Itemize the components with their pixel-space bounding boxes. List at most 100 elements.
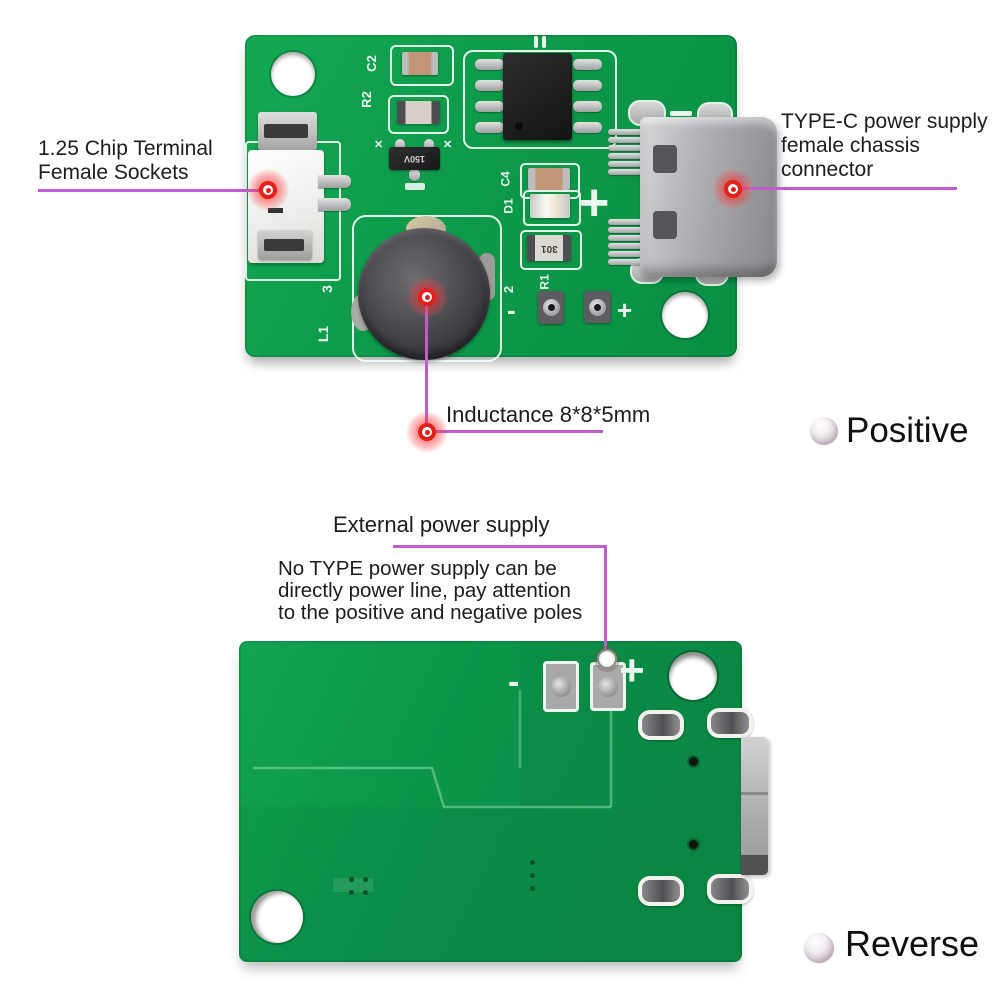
- ic-silkscreen-outline: [463, 50, 617, 149]
- typec-pin: [608, 227, 641, 233]
- resistor-r2: [397, 101, 440, 124]
- ic-pin: [573, 122, 602, 133]
- mounting-hole-top-left: [271, 52, 315, 96]
- sot23-pad-silk: [405, 183, 425, 190]
- jst-metal-tab-top: [258, 112, 317, 150]
- silkscreen-minus-label: -: [507, 295, 516, 325]
- silkscreen-plus-large: +: [579, 174, 610, 232]
- typec-pin: [608, 259, 641, 265]
- power-pad-negative: [543, 661, 579, 712]
- pad-solder-dome: [551, 676, 571, 697]
- mounting-hole-bottom-right: [662, 292, 708, 338]
- via-hole: [689, 840, 698, 849]
- caption-positive: Positive: [846, 411, 969, 450]
- ic-pin1-dimple: [515, 122, 523, 130]
- via-dot: [530, 860, 535, 865]
- via-dot: [363, 890, 368, 895]
- jst-pin: [318, 198, 351, 211]
- typec-pin: [608, 219, 641, 225]
- silkscreen-r2-label: R2: [358, 91, 374, 108]
- sot23-leg: [409, 169, 420, 181]
- jst-metal-tab-bottom: [258, 230, 312, 260]
- callout-typec-line1: TYPE-C power supply: [781, 110, 988, 133]
- via-dot: [530, 873, 535, 878]
- callout-line-jst: [38, 189, 268, 192]
- typec-anchor-slot: [653, 145, 677, 173]
- typec-pin: [608, 243, 641, 249]
- ic-pin: [475, 59, 504, 70]
- callout-external-body2: directly power line, pay attention: [278, 579, 571, 602]
- r2-pad-outline: [388, 95, 449, 134]
- silkscreen-minus-back: -: [508, 663, 520, 701]
- typec-pin: [608, 169, 641, 175]
- silkscreen-r1-label: R1: [537, 274, 552, 290]
- mounting-hole-bottom-left: [251, 891, 303, 943]
- pcb-back-board: - +: [239, 641, 768, 962]
- output-pad-negative: [538, 291, 564, 324]
- sot23-silk-mark: ✕: [443, 139, 453, 151]
- callout-jst-label: 1.25 Chip Terminal Female Sockets: [38, 137, 213, 185]
- typec-side-tip: [741, 855, 768, 875]
- ic-chip-body: [503, 53, 572, 140]
- capacitor-c4: [528, 168, 570, 190]
- power-pad-positive: [590, 662, 626, 711]
- callout-line-external-vertical: [604, 545, 607, 658]
- ic-pin: [573, 80, 602, 91]
- typec-shell-pad: [707, 708, 753, 738]
- capacitor-c2: [402, 52, 438, 75]
- callout-line-inductor-vertical: [425, 297, 428, 432]
- callout-line-inductor-horizontal: [427, 430, 603, 433]
- pearl-bullet-positive: [810, 417, 838, 445]
- silkscreen-d1-label: D1: [501, 198, 516, 214]
- jst-body-notch: [268, 208, 283, 213]
- typec-pin: [608, 161, 641, 167]
- typec-pin: [608, 153, 641, 159]
- jst-tab-label-strip: [264, 124, 308, 138]
- typec-connector-side-view: [741, 737, 768, 875]
- typec-shell-pad: [638, 710, 684, 740]
- callout-external-title: External power supply: [333, 512, 550, 537]
- resistor-r1-marking: 301: [540, 242, 558, 254]
- jst-tab-label-strip: [264, 239, 304, 251]
- ic-orientation-tick: [542, 36, 546, 48]
- typec-pin: [608, 251, 641, 257]
- pad-solder-dome: [598, 676, 618, 697]
- pcb-front-board: C2 R2 ✕ ✕ 150V C4: [245, 35, 777, 362]
- target-marker-external-pad: [597, 649, 617, 669]
- typec-shell-pad: [707, 874, 753, 904]
- ic-pin: [573, 101, 602, 112]
- silkscreen-l1-label: L1: [315, 325, 332, 343]
- via-dot: [530, 886, 535, 891]
- callout-jst-line2: Female Sockets: [38, 161, 189, 184]
- silkscreen-plus-small-label: +: [617, 295, 633, 325]
- callout-external-body: No TYPE power supply can be directly pow…: [278, 558, 582, 624]
- typec-connector-body: [640, 117, 777, 277]
- caption-reverse: Reverse: [845, 923, 980, 964]
- jst-pin: [318, 175, 351, 188]
- typec-anchor-slot: [653, 211, 677, 239]
- ic-pin: [475, 101, 504, 112]
- typec-pin: [608, 145, 641, 151]
- typec-pin: [608, 129, 641, 135]
- callout-line-typec: [733, 187, 957, 190]
- sot23-silk-mark: ✕: [374, 139, 384, 151]
- silkscreen-c2-label: C2: [363, 55, 379, 72]
- callout-inductor-label: Inductance 8*8*5mm: [446, 402, 651, 427]
- typec-pin: [608, 137, 641, 143]
- inductor-8x8x5: [358, 228, 490, 360]
- d1-pad-outline: [523, 190, 581, 226]
- output-pad-positive: [584, 291, 611, 323]
- silkscreen-pin2-label: 2: [501, 285, 517, 294]
- via-dot: [349, 877, 354, 882]
- via-hole: [689, 757, 698, 766]
- typec-side-notch: [741, 792, 768, 795]
- callout-typec-line2: female chassis: [781, 134, 920, 157]
- resistor-r1: 301: [527, 235, 571, 261]
- silkscreen-pin3-label: 3: [318, 285, 335, 293]
- silkscreen-c4-label: C4: [498, 171, 513, 187]
- ic-pin: [573, 59, 602, 70]
- silkscreen-plus-back: +: [619, 646, 645, 695]
- callout-line-external-horizontal: [393, 545, 607, 548]
- callout-external-body1: No TYPE power supply can be: [278, 557, 557, 580]
